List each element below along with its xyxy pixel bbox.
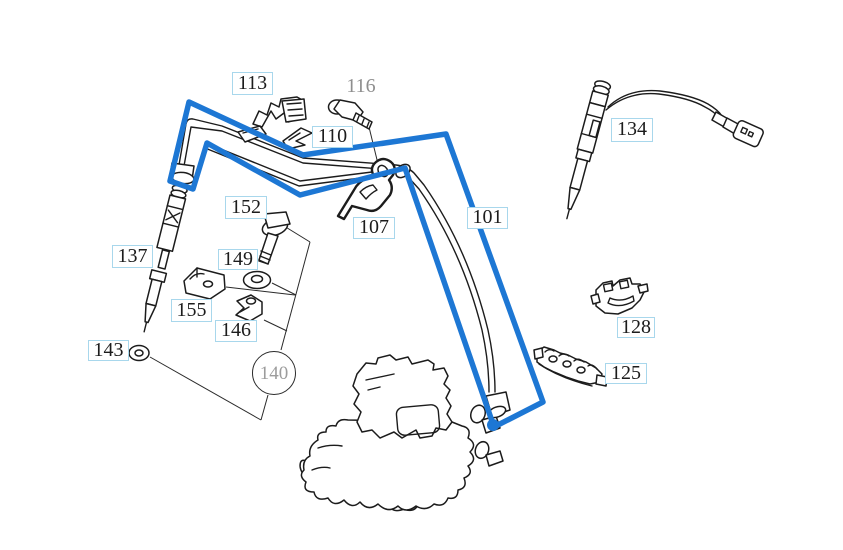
part-label-125[interactable]: 125 — [605, 363, 647, 384]
injector-left-cone — [144, 302, 157, 324]
pipe-2-outer — [205, 142, 389, 182]
injector-left-body — [156, 194, 187, 253]
sensor-wire-outer — [607, 89, 723, 117]
injector-right-stem — [569, 157, 589, 191]
clamp-128-drawing — [590, 277, 649, 315]
injector-right-needle — [566, 208, 571, 220]
clamp-lower-drawing — [235, 294, 263, 322]
holder-block-ribs — [286, 102, 304, 117]
harness-holder-drawing — [237, 96, 307, 143]
injector-sensor-drawing — [566, 80, 764, 220]
part-label-140: 140 — [252, 351, 296, 395]
part-label-149[interactable]: 149 — [218, 249, 258, 270]
part-label-155[interactable]: 155 — [171, 299, 212, 322]
injector-left-body-detail — [162, 205, 184, 228]
clamp-128-lug-left — [590, 293, 601, 305]
bolt-drawing — [258, 211, 291, 265]
part-label-137[interactable]: 137 — [112, 245, 153, 268]
leader-washer — [271, 282, 297, 296]
leader-lines — [149, 126, 380, 421]
clamp-125-end-left — [533, 347, 544, 360]
leader-seal-washer — [149, 356, 262, 421]
washer-drawing — [242, 270, 272, 290]
clamp-upper-drawing — [183, 267, 226, 300]
valve-threads — [356, 115, 370, 128]
washer-hole — [250, 274, 264, 284]
clamp-128-tab-1 — [602, 282, 614, 293]
highlight-outline[interactable] — [167, 99, 546, 430]
bolt-threads — [258, 250, 272, 265]
clamp-125-base-line — [538, 363, 593, 387]
clamp-125-hole-2 — [562, 360, 572, 368]
injection-pump-drawing — [299, 354, 504, 512]
overflow-valve-drawing — [327, 99, 373, 130]
part-label-146[interactable]: 146 — [215, 320, 257, 342]
part-label-143[interactable]: 143 — [88, 340, 129, 361]
leader-clamp-upper — [225, 286, 296, 296]
clamp-125-scallops — [544, 349, 598, 370]
part-label-107[interactable]: 107 — [353, 217, 395, 239]
connector-pin-1 — [740, 126, 749, 135]
pipe-1-outer — [178, 118, 496, 393]
clamp-125-drawing — [533, 346, 608, 387]
holder-block — [281, 98, 307, 123]
leader-main-to-circle — [280, 241, 311, 351]
pump-top-detail — [365, 373, 395, 391]
injector-right-slot — [588, 119, 601, 139]
clamp-upper-hole — [202, 280, 214, 288]
pump-top-block — [352, 354, 453, 439]
clamp-128-lug-right — [637, 283, 649, 294]
bolt-head — [263, 211, 291, 229]
injector-left-needle — [143, 321, 148, 333]
leader-circle-to-junction — [260, 394, 269, 421]
part-label-113[interactable]: 113 — [232, 72, 273, 95]
connector-pin-2 — [747, 130, 755, 138]
injector-right-cone — [567, 186, 581, 211]
clamp-wedge-line — [288, 132, 301, 141]
pump-fitting-upper — [469, 404, 487, 424]
clamp-125-hole-3 — [576, 366, 586, 374]
clamp-128-slot — [607, 295, 635, 307]
clamp-125-hole-1 — [548, 355, 558, 363]
pump-body — [300, 418, 475, 511]
return-line-slot — [359, 184, 378, 200]
pump-body-detail — [311, 444, 343, 471]
clamp-upper-notch — [189, 267, 205, 280]
seal-washer-hole — [134, 349, 144, 357]
pump-fitting-lower — [474, 440, 490, 460]
clamp-128-body — [595, 277, 645, 315]
part-label-128[interactable]: 128 — [617, 317, 655, 338]
injector-left-stem — [145, 278, 163, 307]
clamp-lower-hole — [245, 297, 257, 305]
connection-dot — [487, 419, 499, 431]
pump-fitting-lower-nut — [485, 450, 504, 467]
part-label-101[interactable]: 101 — [467, 207, 508, 229]
part-label-116: 116 — [346, 75, 376, 97]
seal-washer-drawing — [128, 344, 150, 362]
clamp-125-end-right — [595, 374, 608, 387]
part-label-134[interactable]: 134 — [611, 118, 653, 142]
pump-top-plate — [395, 404, 441, 436]
part-label-110[interactable]: 110 — [312, 126, 353, 148]
leader-clamp-lower — [263, 319, 288, 332]
clamp-lower-line — [239, 306, 250, 313]
injector-left-slot — [157, 249, 171, 270]
leader-bolt-head — [283, 225, 311, 243]
injector-left-drawing — [143, 184, 188, 333]
part-label-152[interactable]: 152 — [225, 196, 267, 219]
sensor-wire-inner — [605, 92, 720, 119]
clamp-128-tab-2 — [618, 279, 630, 290]
highlighted-fuel-line[interactable] — [167, 99, 546, 431]
